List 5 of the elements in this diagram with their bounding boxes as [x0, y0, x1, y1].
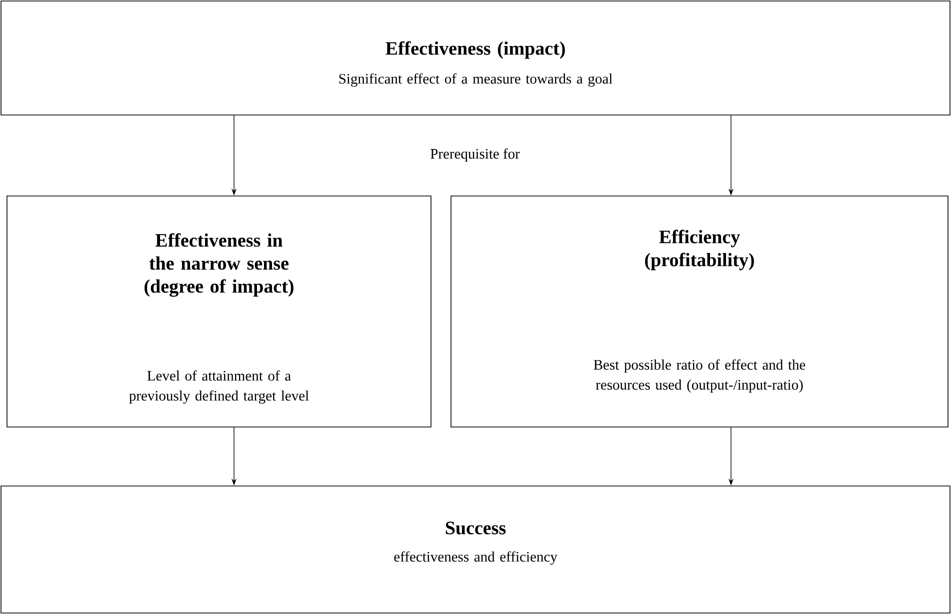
text-box: Effectiveness (impact) Significant effect of a measure towards a goal: [0, 0, 950, 116]
text-box: Effectiveness in the narrow sense (degree of impact) Level of attainment of a previously defined target level: [6, 196, 432, 428]
note-text: Prerequisite for: [430, 148, 520, 162]
text-box: Efficiency (profitability) Best possible ratio of effect and the resources used (output-/input-ratio): [450, 196, 948, 428]
text-box: Success effectiveness and efficiency: [0, 486, 950, 614]
